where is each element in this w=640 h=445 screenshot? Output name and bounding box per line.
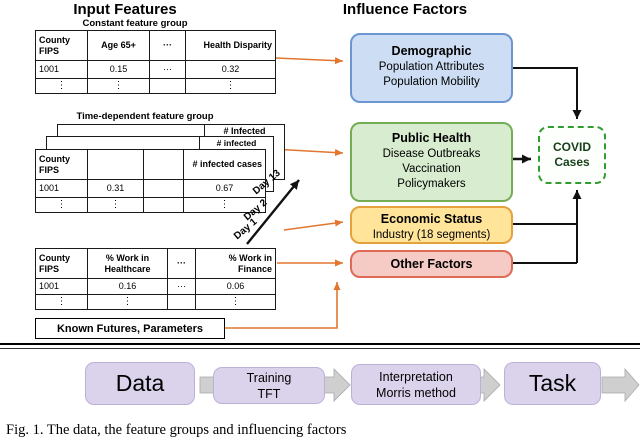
header-cell: Age 65+ <box>87 30 150 61</box>
dots-cell: ⋮ <box>183 197 266 213</box>
factor-line: Population Attributes <box>378 61 485 73</box>
dots-cell <box>167 294 196 310</box>
value-cell: ··· <box>167 278 196 295</box>
dots-cell: ⋮ <box>35 78 88 94</box>
pipeline-task-box: Task <box>504 362 601 405</box>
value-cell: 1001 <box>35 60 88 79</box>
arrow-demographic-to-covid <box>513 67 582 119</box>
pipeline-arrow-3 <box>601 367 640 403</box>
dots-cell: ⋮ <box>87 294 168 310</box>
factor-title: Demographic <box>391 44 472 58</box>
dots-cell: ⋮ <box>35 197 88 213</box>
dots-cell: ⋮ <box>87 197 144 213</box>
day-stack-arrow <box>246 179 300 245</box>
pipeline-task-label: Task <box>528 370 577 396</box>
pipeline-training-box: Training TFT <box>213 367 325 404</box>
header-cell: ··· <box>167 248 196 279</box>
constant-group-label: Constant feature group <box>82 18 188 29</box>
value-cell: 1001 <box>35 278 88 295</box>
header-cell: Health Disparity <box>185 30 276 61</box>
dots-cell <box>149 78 186 94</box>
factor-line: Industry (18 segments) <box>372 229 491 241</box>
value-cell: ··· <box>149 60 186 79</box>
value-cell: 0.15 <box>87 60 150 79</box>
header-cell <box>143 149 184 180</box>
dots-cell <box>143 197 184 213</box>
pipeline-data-label: Data <box>115 370 165 396</box>
factor-title: Economic Status <box>380 212 483 226</box>
header-cell: % Work in Finance <box>195 248 276 279</box>
value-cell: 0.16 <box>87 278 168 295</box>
header-cell: County FIPS <box>35 248 88 279</box>
arrow-constant-to-demographic <box>275 57 344 65</box>
time-dependent-table: County FIPS # infected cases 1001 0.31 0… <box>35 149 266 213</box>
factor-line: Population Mobility <box>383 76 480 88</box>
pipeline-training-line: TFT <box>257 386 281 401</box>
value-cell: 0.31 <box>87 179 144 198</box>
factor-line: Disease Outbreaks <box>382 148 481 160</box>
dots-cell: ⋮ <box>87 78 150 94</box>
dots-cell: ⋮ <box>185 78 276 94</box>
factor-title: Public Health <box>391 131 472 145</box>
pipeline-interpretation-line: Morris method <box>376 385 456 400</box>
work-percentage-table: County FIPS % Work in Healthcare ··· % W… <box>35 248 276 310</box>
header-cell <box>87 149 144 180</box>
pipeline-interpretation-line: Interpretation <box>379 369 453 384</box>
value-cell: 1001 <box>35 179 88 198</box>
dots-cell: ⋮ <box>195 294 276 310</box>
arrow-days-to-economic <box>283 219 344 231</box>
arrow-known-futures-to-other <box>224 282 341 329</box>
known-futures-label: Known Futures, Parameters <box>56 322 204 335</box>
separator-thin-rule <box>0 348 640 349</box>
covid-line: COVID <box>552 140 591 154</box>
known-futures-box: Known Futures, Parameters <box>35 318 225 339</box>
covid-line: Cases <box>554 155 590 169</box>
dots-cell: ⋮ <box>35 294 88 310</box>
value-cell: 0.32 <box>185 60 276 79</box>
figure-caption: Fig. 1. The data, the feature groups and… <box>6 422 347 438</box>
factor-box-demographic: Demographic Population Attributes Popula… <box>350 33 513 103</box>
value-cell: 0.06 <box>195 278 276 295</box>
influence-factors-title: Influence Factors <box>342 1 468 18</box>
pipeline-training-line: Training <box>246 370 292 385</box>
covid-cases-box: COVID Cases <box>538 126 606 184</box>
header-cell: % Work in Healthcare <box>87 248 168 279</box>
factor-title: Other Factors <box>390 256 473 271</box>
value-cell <box>143 179 184 198</box>
constant-feature-table: County FIPS Age 65+ ··· Health Disparity… <box>35 30 276 94</box>
factor-box-public-health: Public Health Disease Outbreaks Vaccinat… <box>350 122 513 202</box>
header-cell: County FIPS <box>35 149 88 180</box>
pipeline-data-box: Data <box>85 362 195 405</box>
header-cell: County FIPS <box>35 30 88 61</box>
factor-line: Policymakers <box>397 178 466 190</box>
pipeline-interpretation-box: Interpretation Morris method <box>351 364 481 405</box>
header-cell: ··· <box>149 30 186 61</box>
input-features-title: Input Features <box>73 1 177 18</box>
factor-box-other-factors: Other Factors <box>350 250 513 278</box>
time-group-label: Time-dependent feature group <box>76 111 214 122</box>
header-cell: # infected cases <box>183 149 266 180</box>
factor-box-economic-status: Economic Status Industry (18 segments) <box>350 206 513 244</box>
value-cell: 0.67 <box>183 179 266 198</box>
factor-line: Vaccination <box>402 163 461 175</box>
separator-thick-rule <box>0 343 640 345</box>
